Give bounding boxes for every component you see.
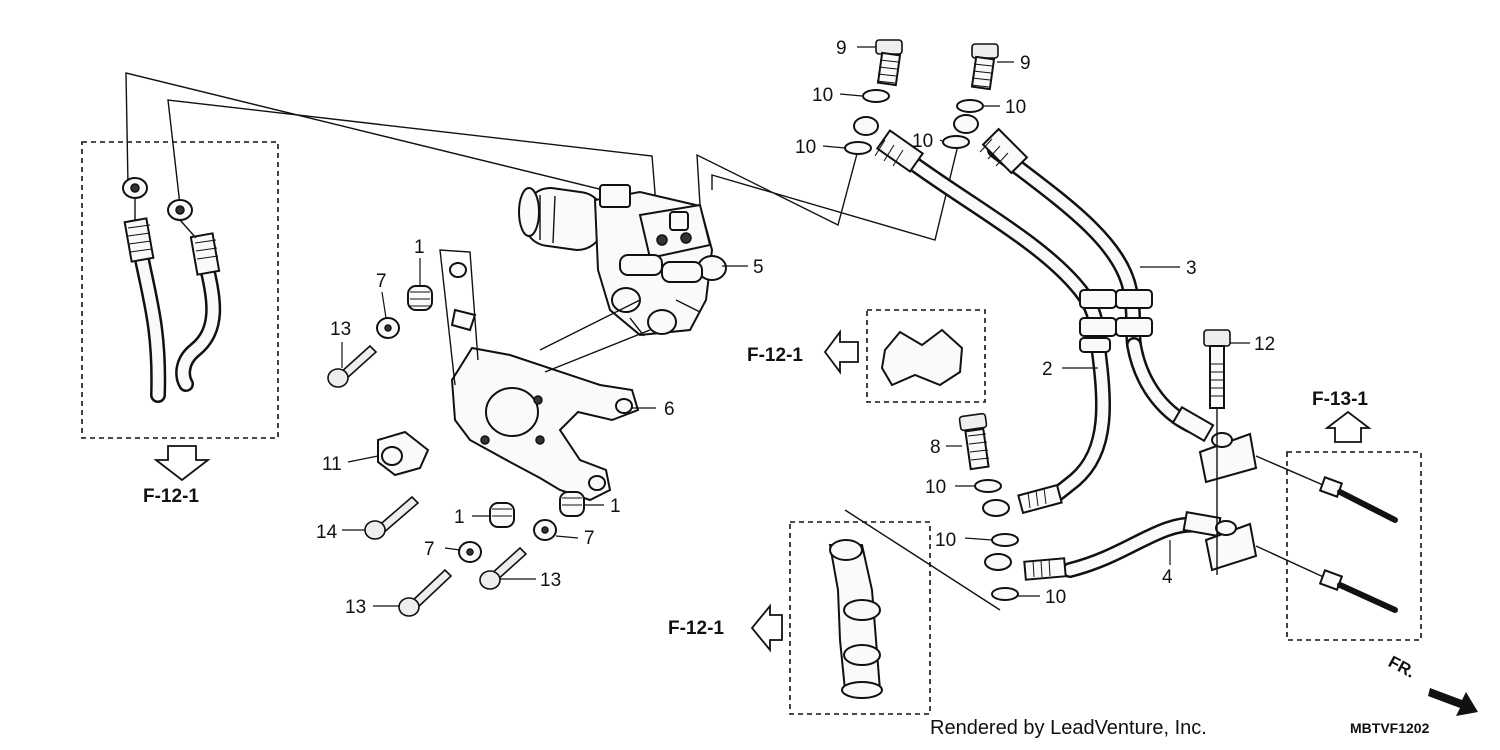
callout-8: 8 [930, 437, 941, 458]
callout-13: 13 [540, 570, 561, 591]
callout-10: 10 [935, 530, 956, 551]
clamp [377, 430, 430, 477]
callout-5: 5 [753, 257, 764, 278]
callout-10: 10 [1045, 587, 1066, 608]
callout-7: 7 [584, 528, 595, 549]
reference-label: F-13-1 [1312, 389, 1368, 410]
callout-13: 13 [330, 319, 351, 340]
callout-7: 7 [376, 271, 387, 292]
callout-10: 10 [1005, 97, 1026, 118]
callout-leaders [341, 46, 1250, 607]
callout-9: 9 [1020, 53, 1031, 74]
callout-13: 13 [345, 597, 366, 618]
reference-label: F-12-1 [143, 486, 199, 507]
callout-6: 6 [664, 399, 675, 420]
callout-10: 10 [795, 137, 816, 158]
bracket [439, 249, 651, 502]
callout-11: 11 [322, 454, 342, 475]
diagram-code: MBTVF1202 [1350, 720, 1430, 736]
callout-10: 10 [812, 85, 833, 106]
ref-arrow-left-bottom [153, 445, 211, 482]
grommets [407, 285, 585, 528]
banjo-fittings [853, 114, 1012, 571]
callout-9: 9 [836, 38, 847, 59]
abs-modulator [518, 184, 727, 337]
callout-4: 4 [1162, 567, 1173, 588]
callout-12: 12 [1254, 334, 1275, 355]
front-marker-label: FR. [1385, 652, 1418, 682]
reference-label: F-12-1 [747, 345, 803, 366]
left-hose-detail [81, 141, 279, 439]
ref-box-bottom [750, 509, 1001, 715]
callout-1: 1 [414, 237, 425, 258]
callout-labels: 9 9 10 10 10 10 3 5 1 7 13 6 11 14 1 1 7… [316, 38, 1275, 618]
bolts [327, 344, 528, 617]
front-arrow [1428, 688, 1478, 716]
banjo-bolts [875, 39, 999, 471]
callout-14: 14 [316, 522, 338, 543]
callout-10: 10 [912, 131, 933, 152]
callout-7: 7 [424, 539, 435, 560]
ref-box-center [823, 309, 986, 403]
brake-hoses [874, 127, 1222, 581]
credit-text: Rendered by LeadVenture, Inc. [930, 717, 1207, 739]
ref-box-right [1255, 410, 1422, 641]
callout-2: 2 [1042, 359, 1053, 380]
callout-3: 3 [1186, 258, 1197, 279]
callout-1: 1 [610, 496, 621, 517]
callout-1: 1 [454, 507, 465, 528]
hose-joints [1198, 329, 1258, 575]
callout-10: 10 [925, 477, 946, 498]
reference-label: F-12-1 [668, 618, 724, 639]
collars [376, 317, 557, 563]
reference-labels: F-12-1 F-12-1 F-12-1 F-13-1 [143, 345, 1368, 639]
